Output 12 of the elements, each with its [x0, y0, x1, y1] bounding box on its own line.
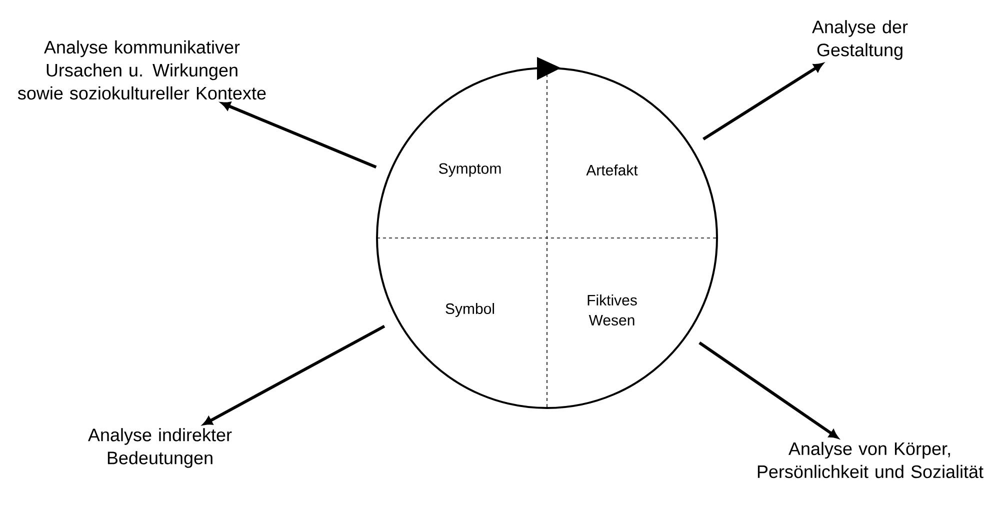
text-label: Analyse indirekter Bedeutungen [88, 428, 232, 468]
arrow [702, 63, 823, 140]
quadrant-label: Symptom [439, 163, 501, 177]
arrow [698, 342, 838, 439]
quadrant-label: Artefakt [586, 164, 638, 176]
text-label: Analyse kommunikativer Ursachen u. Wirkungen sowie soziokultureller Kontexte [18, 40, 266, 100]
text-label: Analyse der Gestaltung [812, 20, 908, 60]
quadrant-label: Fiktives Wesen [588, 294, 637, 326]
arrow [221, 102, 377, 168]
text-label: Analyse von Körper, Persönlichkeit und Sozialität [758, 442, 984, 478]
quadrant-label: Symbol [446, 303, 494, 317]
arrow [203, 324, 386, 426]
